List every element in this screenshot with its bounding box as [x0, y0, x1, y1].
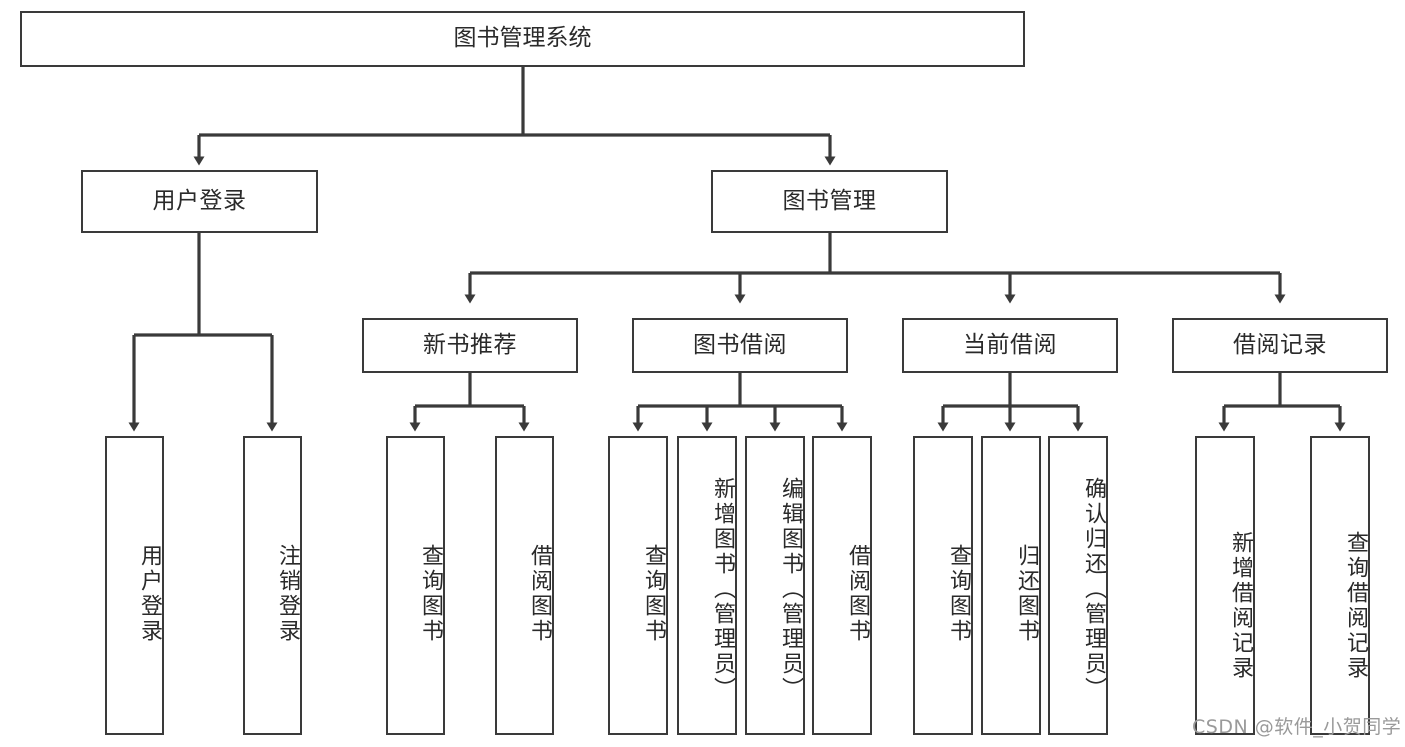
node-leaf-user-login-label: 用户登录 [137, 543, 162, 644]
node-borrow-record-label: 借阅记录 [1233, 331, 1327, 358]
node-leaf-borrow-book-1-label: 借阅图书 [527, 543, 552, 644]
node-book-borrow-label: 图书借阅 [693, 331, 787, 358]
node-leaf-edit-book-admin[interactable]: 编辑图书（管理员） [745, 436, 805, 735]
node-leaf-return-book-label: 归还图书 [1014, 543, 1039, 644]
node-leaf-confirm-return-admin-label: 确认归还（管理员） [1081, 477, 1106, 702]
node-current-borrow[interactable]: 当前借阅 [902, 318, 1118, 373]
node-user-login[interactable]: 用户登录 [81, 170, 318, 233]
node-leaf-query-book-3[interactable]: 查询图书 [913, 436, 973, 735]
node-book-management-label: 图书管理 [782, 187, 877, 214]
node-leaf-query-book-3-label: 查询图书 [946, 543, 971, 644]
node-borrow-record[interactable]: 借阅记录 [1172, 318, 1388, 373]
node-leaf-add-borrow-record[interactable]: 新增借阅记录 [1195, 436, 1255, 735]
node-leaf-query-book-2-label: 查询图书 [641, 543, 666, 644]
watermark: CSDN @软件_小贺同学 [1192, 716, 1402, 738]
node-leaf-query-book-2[interactable]: 查询图书 [608, 436, 668, 735]
node-user-login-label: 用户登录 [152, 187, 247, 214]
node-root[interactable]: 图书管理系统 [20, 11, 1025, 67]
node-leaf-query-book-1[interactable]: 查询图书 [386, 436, 445, 735]
node-leaf-logout-login[interactable]: 注销登录 [243, 436, 302, 735]
node-leaf-logout-login-label: 注销登录 [275, 543, 300, 644]
node-leaf-confirm-return-admin[interactable]: 确认归还（管理员） [1048, 436, 1108, 735]
node-leaf-return-book[interactable]: 归还图书 [981, 436, 1041, 735]
node-leaf-add-borrow-record-label: 新增借阅记录 [1228, 530, 1253, 681]
node-leaf-query-borrow-record[interactable]: 查询借阅记录 [1310, 436, 1370, 735]
node-new-book-recommend[interactable]: 新书推荐 [362, 318, 578, 373]
node-leaf-add-book-admin-label: 新增图书（管理员） [710, 477, 735, 702]
node-book-management[interactable]: 图书管理 [711, 170, 948, 233]
node-new-book-recommend-label: 新书推荐 [423, 331, 517, 358]
node-current-borrow-label: 当前借阅 [963, 331, 1057, 358]
node-book-borrow[interactable]: 图书借阅 [632, 318, 848, 373]
node-leaf-edit-book-admin-label: 编辑图书（管理员） [778, 477, 803, 702]
node-leaf-query-borrow-record-label: 查询借阅记录 [1343, 530, 1368, 681]
node-leaf-borrow-book-2-label: 借阅图书 [845, 543, 870, 644]
node-leaf-user-login[interactable]: 用户登录 [105, 436, 164, 735]
node-leaf-borrow-book-2[interactable]: 借阅图书 [812, 436, 872, 735]
node-leaf-borrow-book-1[interactable]: 借阅图书 [495, 436, 554, 735]
node-leaf-add-book-admin[interactable]: 新增图书（管理员） [677, 436, 737, 735]
node-leaf-query-book-1-label: 查询图书 [418, 543, 443, 644]
node-root-label: 图书管理系统 [453, 25, 592, 52]
